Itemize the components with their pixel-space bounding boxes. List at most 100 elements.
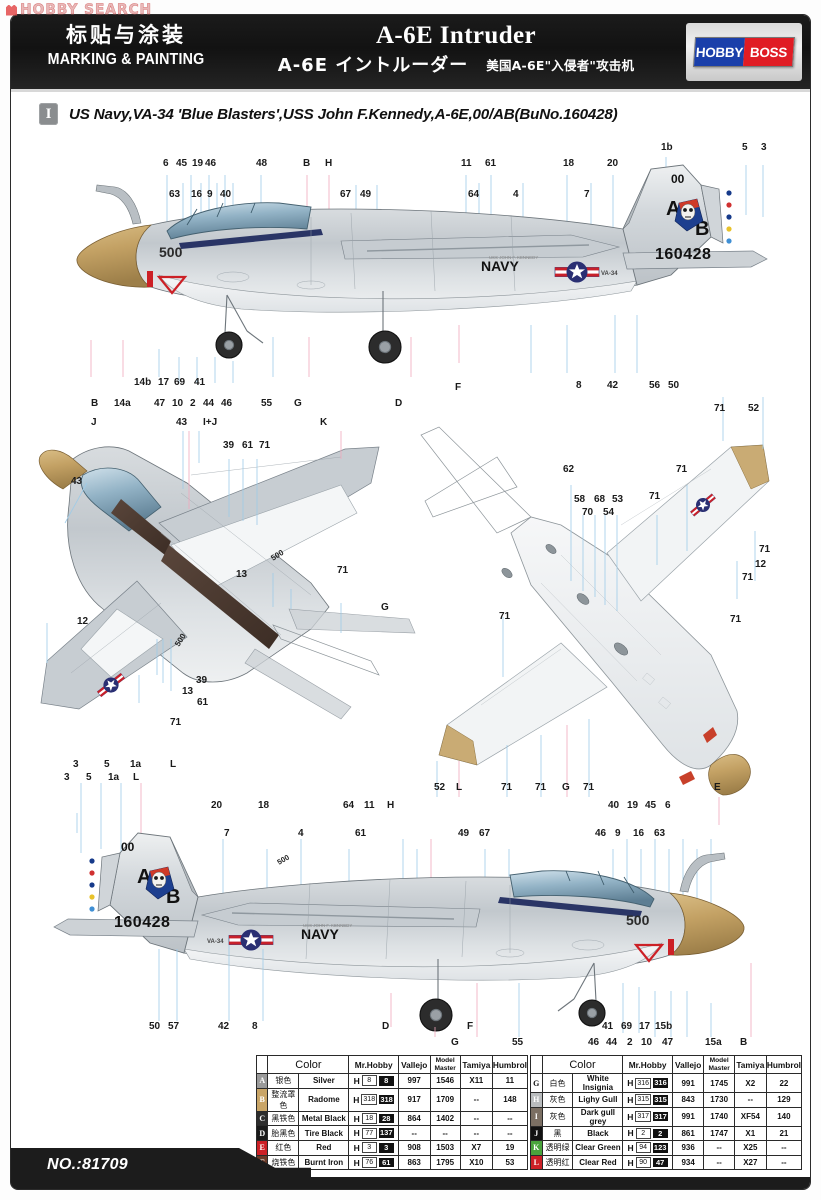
callout: L bbox=[456, 782, 463, 793]
callout: 20 bbox=[607, 158, 619, 169]
paint-table-right: Color Mr.Hobby Vallejo Model Master Tami… bbox=[530, 1055, 803, 1171]
paint-name-cn: 整流罩色 bbox=[267, 1087, 300, 1112]
paint-modelmaster: 1745 bbox=[703, 1073, 735, 1093]
paint-humbrol: 19 bbox=[491, 1140, 529, 1156]
paint-name-cn: 黑 bbox=[541, 1125, 574, 1142]
view-bottom-plan bbox=[420, 397, 770, 825]
paint-vallejo: 861 bbox=[671, 1125, 705, 1142]
callout: 7 bbox=[224, 828, 230, 839]
callout: 4 bbox=[513, 189, 519, 200]
callout: 46 bbox=[595, 828, 607, 839]
callout: 12 bbox=[77, 616, 89, 627]
callout: 17 bbox=[158, 377, 170, 388]
th-tamiya: Tamiya bbox=[733, 1055, 767, 1074]
callout: 56 bbox=[649, 380, 661, 391]
callout: 71 bbox=[730, 614, 742, 625]
paint-vallejo: -- bbox=[397, 1125, 431, 1142]
paint-key: K bbox=[530, 1140, 543, 1156]
paint-name-en: Metal Black bbox=[298, 1110, 350, 1127]
callout: 64 bbox=[468, 189, 480, 200]
paint-modelmaster: 1740 bbox=[703, 1106, 735, 1127]
paint-key: E bbox=[255, 1140, 269, 1156]
callout: 14a bbox=[114, 398, 131, 409]
logo-boss-text: BOSS bbox=[743, 38, 794, 66]
paint-humbrol: -- bbox=[765, 1154, 803, 1171]
paint-name-en: Clear Red bbox=[572, 1154, 624, 1171]
callout: G bbox=[294, 398, 302, 409]
callout: E bbox=[714, 782, 721, 793]
callout: 46 bbox=[205, 158, 217, 169]
paint-table-left: Color Mr.Hobby Vallejo Model Master Tami… bbox=[255, 1055, 529, 1171]
paint-name-en: White Insignia bbox=[572, 1073, 624, 1093]
callout: 19 bbox=[627, 800, 639, 811]
callout: 71 bbox=[649, 491, 661, 502]
paint-modelmaster: 1730 bbox=[703, 1092, 735, 1108]
callout: 46 bbox=[588, 1037, 600, 1048]
svg-text:NAVY: NAVY bbox=[481, 258, 520, 274]
paint-modelmaster: 1709 bbox=[429, 1087, 461, 1112]
paint-name-en: Black bbox=[572, 1125, 624, 1142]
header-left-block: 标贴与涂装 MARKING & PAINTING bbox=[31, 21, 221, 71]
callout: 44 bbox=[203, 398, 215, 409]
paint-vallejo: 843 bbox=[671, 1092, 705, 1108]
callout: 48 bbox=[256, 158, 268, 169]
callout: 42 bbox=[218, 1021, 230, 1032]
callout: B bbox=[740, 1037, 748, 1048]
svg-text:00: 00 bbox=[671, 172, 685, 186]
callout: 68 bbox=[594, 494, 606, 505]
kit-number: NO.:81709 bbox=[47, 1156, 128, 1173]
th-mrhobby: Mr.Hobby bbox=[348, 1055, 399, 1074]
header-subtitle-row: A-6E イントルーダー 美国A-6E"入侵者"攻击机 bbox=[226, 53, 686, 79]
paint-humbrol: 129 bbox=[765, 1092, 803, 1108]
callout: 49 bbox=[458, 828, 470, 839]
callout: 42 bbox=[607, 380, 619, 391]
paint-vallejo: 934 bbox=[671, 1154, 705, 1171]
scheme-caption-row: I US Navy,VA-34 'Blue Blasters',USS John… bbox=[39, 103, 618, 125]
callout: 39 bbox=[196, 675, 208, 686]
callout: D bbox=[395, 398, 403, 409]
callout: 70 bbox=[582, 507, 594, 518]
th-color: Color bbox=[267, 1055, 350, 1074]
paint-humbrol: 11 bbox=[491, 1073, 529, 1089]
callout: 64 bbox=[343, 800, 355, 811]
paint-name-cn: 灰色 bbox=[541, 1092, 574, 1108]
callout: 47 bbox=[662, 1037, 674, 1048]
callout: 71 bbox=[535, 782, 547, 793]
paint-humbrol: 22 bbox=[765, 1073, 803, 1093]
callout: 6 bbox=[665, 800, 671, 811]
paint-key: G bbox=[530, 1073, 543, 1093]
paint-key: L bbox=[530, 1154, 543, 1171]
scheme-caption: US Navy,VA-34 'Blue Blasters',USS John F… bbox=[69, 105, 618, 123]
callout: 71 bbox=[170, 717, 182, 728]
paint-name-en: Radome bbox=[298, 1087, 350, 1112]
callout: 44 bbox=[606, 1037, 618, 1048]
svg-text:NAVY: NAVY bbox=[301, 926, 340, 942]
callout: 17 bbox=[639, 1021, 651, 1032]
paint-modelmaster: -- bbox=[429, 1125, 461, 1142]
header-chinese-subtitle: 美国A-6E"入侵者"攻击机 bbox=[486, 58, 635, 73]
svg-text:VA-34: VA-34 bbox=[207, 939, 224, 945]
paint-name-en: Clear Green bbox=[572, 1140, 624, 1156]
callout: 71 bbox=[501, 782, 513, 793]
paint-name-cn: 黑铁色 bbox=[267, 1110, 300, 1127]
paint-tamiya: XF54 bbox=[733, 1106, 767, 1127]
paint-modelmaster: 1747 bbox=[703, 1125, 735, 1142]
paint-modelmaster: -- bbox=[703, 1140, 735, 1156]
header-center-block: A-6E Intruder A-6E イントルーダー 美国A-6E"入侵者"攻击… bbox=[226, 19, 686, 79]
paint-tamiya: -- bbox=[733, 1092, 767, 1108]
callout: H bbox=[387, 800, 395, 811]
paint-vallejo: 936 bbox=[671, 1140, 705, 1156]
paint-name-en: Lighy Gull bbox=[572, 1092, 624, 1108]
callout: I+J bbox=[203, 417, 218, 428]
